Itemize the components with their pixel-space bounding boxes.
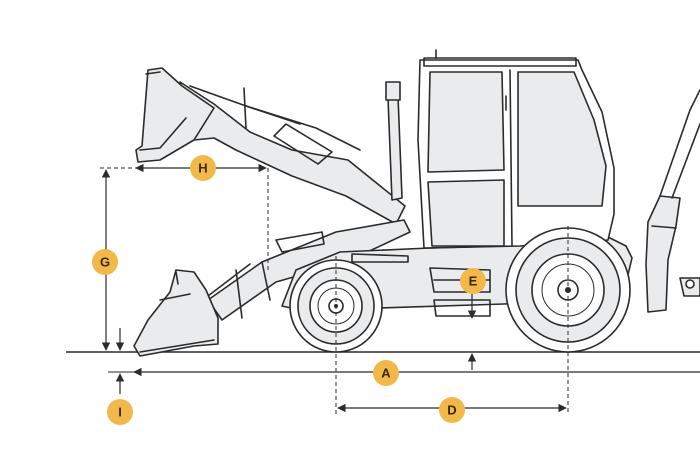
badge-i-label: I <box>118 405 122 420</box>
raised-bucket <box>135 67 215 163</box>
lowered-bucket <box>133 269 219 357</box>
badge-a-label: A <box>381 366 391 381</box>
badge-e-label: E <box>469 274 478 289</box>
badge-g-label: G <box>100 255 110 270</box>
badge-d: D <box>439 397 465 423</box>
backhoe-arm <box>645 89 700 313</box>
badge-e: E <box>460 268 486 294</box>
badge-h: H <box>190 155 216 181</box>
badge-h-label: H <box>198 161 207 176</box>
badge-a: A <box>373 360 399 386</box>
operator-cab <box>417 49 615 249</box>
badge-i: I <box>107 399 133 425</box>
badge-d-label: D <box>447 403 456 418</box>
badge-g: G <box>92 249 118 275</box>
raised-loader-arm <box>179 81 406 225</box>
exhaust-stack <box>385 81 403 201</box>
